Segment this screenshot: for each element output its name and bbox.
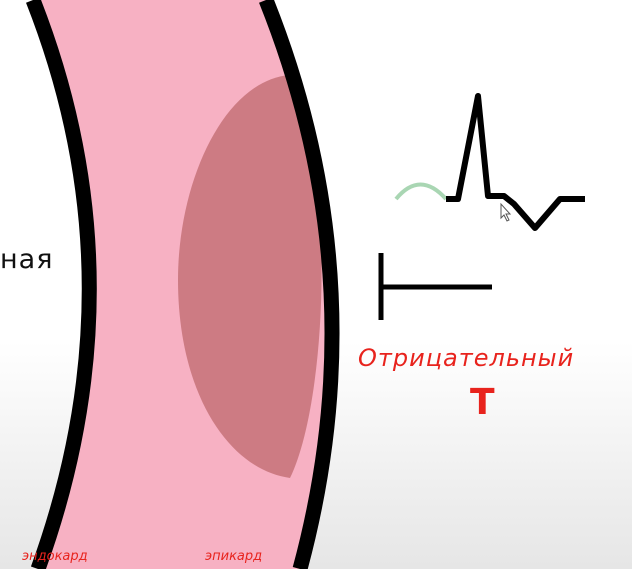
t-wave-letter: T bbox=[470, 382, 495, 423]
endocardium-border bbox=[26, 0, 97, 569]
cursor-arrow-icon bbox=[500, 202, 512, 222]
endocardium-label: эндокард bbox=[22, 549, 88, 564]
left-partial-label: ная bbox=[0, 244, 54, 275]
epicardium-label: эпикард bbox=[205, 549, 263, 564]
negative-t-label: Отрицательный bbox=[358, 344, 575, 372]
ecg-qrs-t bbox=[446, 93, 585, 231]
lesion-zone bbox=[178, 75, 322, 478]
epicardium-border bbox=[259, 0, 340, 569]
ecg-p-wave bbox=[394, 182, 448, 201]
